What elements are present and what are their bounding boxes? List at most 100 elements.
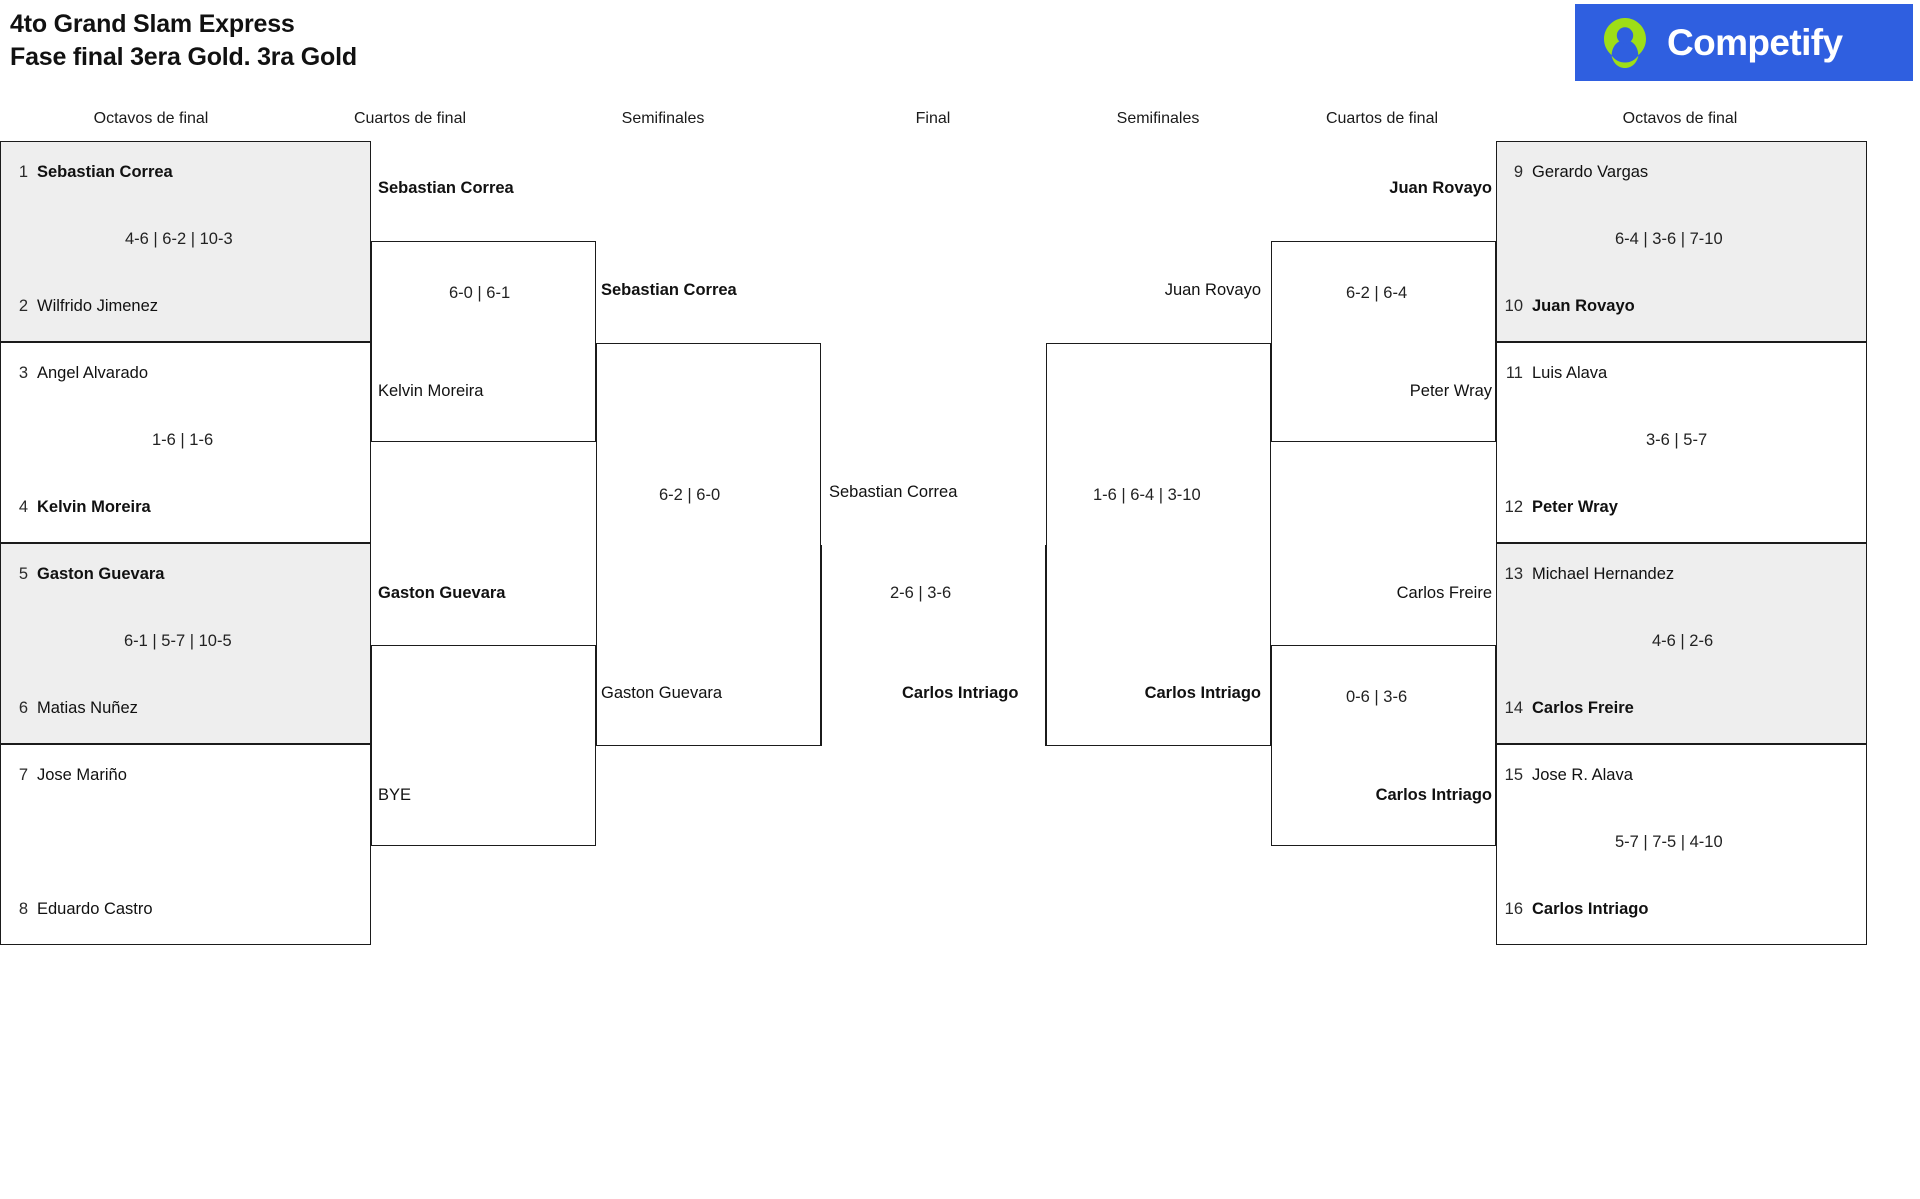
- player-name: Angel Alvarado: [37, 364, 148, 382]
- seed-number: 4: [18, 498, 28, 516]
- tournament-title: 4to Grand Slam Express Fase final 3era G…: [10, 8, 357, 74]
- score-r16-3: 4-6 | 2-6: [1652, 632, 1714, 650]
- player-row-seed-10[interactable]: 10 Juan Rovayo: [1502, 297, 1635, 316]
- player-row-seed-6[interactable]: 6 Matias Nuñez: [12, 699, 138, 718]
- score-r16-1: 6-4 | 3-6 | 7-10: [1615, 230, 1723, 248]
- title-line-1: 4to Grand Slam Express: [10, 10, 295, 38]
- match-box-r16-2[interactable]: [1496, 342, 1867, 543]
- player-name: Gerardo Vargas: [1532, 163, 1649, 181]
- score-rsf: 1-6 | 6-4 | 3-10: [1093, 486, 1201, 504]
- match-box-l16-2[interactable]: [0, 342, 371, 543]
- player-row-seed-5[interactable]: 5 Gaston Guevara: [12, 565, 165, 584]
- score-l16-2: 1-6 | 1-6: [152, 431, 214, 449]
- player-name: Luis Alava: [1532, 364, 1608, 382]
- match-box-l16-1[interactable]: [0, 141, 371, 342]
- round-header-left-qf: Cuartos de final: [353, 110, 467, 127]
- seed-number: 12: [1504, 498, 1523, 516]
- seed-number: 5: [18, 565, 28, 583]
- final-bot-name: Carlos Intriago: [902, 684, 1019, 702]
- round-header-left-r16: Octavos de final: [93, 110, 209, 127]
- player-row-seed-2[interactable]: 2 Wilfrido Jimenez: [12, 297, 158, 316]
- player-name: Gaston Guevara: [37, 565, 165, 583]
- match-box-lsf[interactable]: [596, 343, 821, 746]
- seed-number: 1: [18, 163, 28, 181]
- score-lqf-1: 6-0 | 6-1: [449, 284, 511, 302]
- qf-right-1-top-name: Juan Rovayo: [1389, 179, 1492, 197]
- seed-number: 7: [18, 766, 28, 784]
- score-l16-1: 4-6 | 6-2 | 10-3: [125, 230, 233, 248]
- player-row-seed-3[interactable]: 3 Angel Alvarado: [12, 364, 148, 383]
- score-rqf-1: 6-2 | 6-4: [1346, 284, 1408, 302]
- player-name: Jose Mariño: [37, 766, 127, 784]
- seed-number: 11: [1505, 364, 1523, 382]
- player-row-seed-7[interactable]: 7 Jose Mariño: [12, 766, 127, 785]
- player-name: Carlos Intriago: [1532, 900, 1649, 918]
- player-name: Eduardo Castro: [37, 900, 153, 918]
- player-name: Kelvin Moreira: [37, 498, 151, 516]
- seed-number: 15: [1504, 766, 1523, 784]
- seed-number: 6: [18, 699, 28, 717]
- sf-left-top-name: Sebastian Correa: [601, 281, 737, 299]
- round-header-left-sf: Semifinales: [621, 110, 705, 127]
- qf-right-2-top-name: Carlos Freire: [1396, 584, 1492, 602]
- sf-right-bot-name: Carlos Intriago: [1144, 684, 1261, 702]
- qf-right-2-bot-name: Carlos Intriago: [1375, 786, 1492, 804]
- player-name: Jose R. Alava: [1532, 766, 1633, 784]
- round-header-right-qf: Cuartos de final: [1325, 110, 1439, 127]
- player-name: Peter Wray: [1532, 498, 1618, 516]
- score-r16-2: 3-6 | 5-7: [1646, 431, 1708, 449]
- player-row-seed-11[interactable]: 11 Luis Alava: [1502, 364, 1607, 383]
- player-row-seed-15[interactable]: 15 Jose R. Alava: [1502, 766, 1633, 785]
- player-row-seed-8[interactable]: 8 Eduardo Castro: [12, 900, 153, 919]
- player-row-seed-1[interactable]: 1 Sebastian Correa: [12, 163, 173, 182]
- match-box-r16-3[interactable]: [1496, 543, 1867, 744]
- player-row-seed-16[interactable]: 16 Carlos Intriago: [1502, 900, 1649, 919]
- sf-left-bot-name: Gaston Guevara: [601, 684, 723, 702]
- player-name: Wilfrido Jimenez: [37, 297, 159, 315]
- round-header-right-r16: Octavos de final: [1622, 110, 1738, 127]
- seed-number: 10: [1504, 297, 1523, 315]
- match-box-lqf-2[interactable]: [371, 645, 596, 846]
- seed-number: 2: [18, 297, 28, 315]
- score-lsf: 6-2 | 6-0: [659, 486, 721, 504]
- seed-number: 3: [18, 364, 28, 382]
- competify-logo[interactable]: Competify: [1575, 4, 1913, 81]
- match-box-l16-4[interactable]: [0, 744, 371, 945]
- player-name: Juan Rovayo: [1532, 297, 1635, 315]
- player-name: Carlos Freire: [1532, 699, 1634, 717]
- competify-person-icon: [1604, 17, 1646, 68]
- player-row-seed-12[interactable]: 12 Peter Wray: [1502, 498, 1618, 517]
- match-box-rqf-1[interactable]: [1271, 241, 1496, 442]
- match-box-r16-4[interactable]: [1496, 744, 1867, 945]
- match-box-final[interactable]: [821, 545, 1046, 746]
- player-row-seed-14[interactable]: 14 Carlos Freire: [1502, 699, 1634, 718]
- seed-number: 16: [1504, 900, 1523, 918]
- player-name: Sebastian Correa: [37, 163, 173, 181]
- competify-wordmark: Competify: [1667, 22, 1843, 63]
- seed-number: 9: [1513, 163, 1523, 181]
- sf-right-top-name: Juan Rovayo: [1164, 281, 1261, 299]
- seed-number: 13: [1504, 565, 1523, 583]
- player-row-seed-9[interactable]: 9 Gerardo Vargas: [1507, 163, 1648, 182]
- qf-left-1-bot-name: Kelvin Moreira: [378, 382, 484, 400]
- qf-left-1-top-name: Sebastian Correa: [378, 179, 514, 197]
- qf-right-1-bot-name: Peter Wray: [1409, 382, 1492, 400]
- match-box-lqf-1[interactable]: [371, 241, 596, 442]
- round-header-final: Final: [915, 110, 951, 127]
- final-top-name: Sebastian Correa: [829, 483, 958, 501]
- player-row-seed-13[interactable]: 13 Michael Hernandez: [1502, 565, 1675, 584]
- match-box-r16-1[interactable]: [1496, 141, 1867, 342]
- player-row-seed-4[interactable]: 4 Kelvin Moreira: [12, 498, 151, 517]
- seed-number: 8: [18, 900, 28, 918]
- score-r16-4: 5-7 | 7-5 | 4-10: [1615, 833, 1723, 851]
- score-final: 2-6 | 3-6: [890, 584, 952, 602]
- player-name: Michael Hernandez: [1532, 565, 1675, 583]
- title-line-2: Fase final 3era Gold. 3ra Gold: [10, 43, 357, 71]
- match-box-rsf[interactable]: [1046, 343, 1271, 746]
- seed-number: 14: [1504, 699, 1523, 717]
- match-box-rqf-2[interactable]: [1271, 645, 1496, 846]
- qf-left-2-bot-name: BYE: [378, 786, 412, 804]
- player-name: Matias Nuñez: [37, 699, 138, 717]
- match-box-l16-3[interactable]: [0, 543, 371, 744]
- qf-left-2-top-name: Gaston Guevara: [378, 584, 506, 602]
